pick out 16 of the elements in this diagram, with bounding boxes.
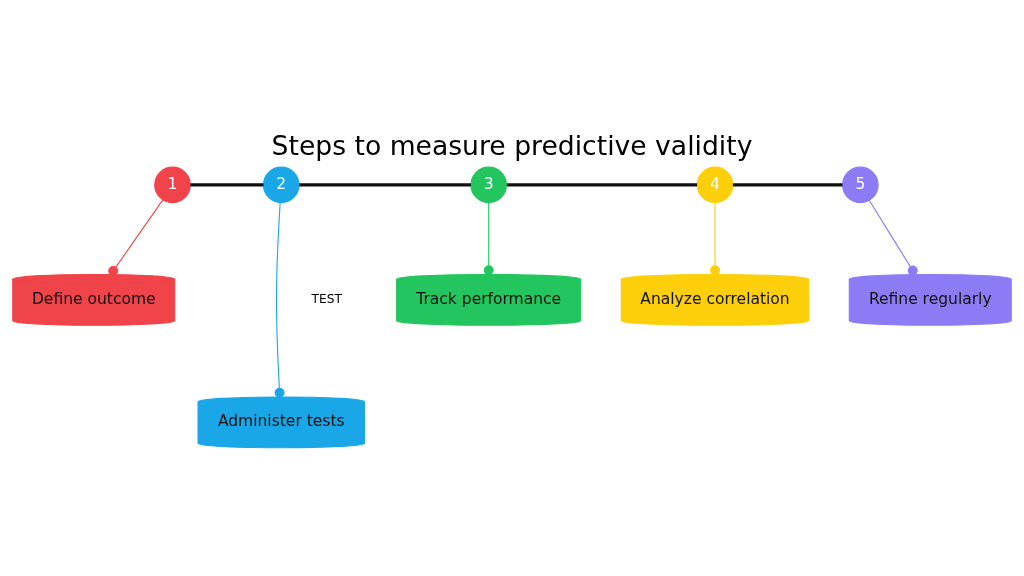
connector [299, 182, 471, 187]
diagram-title: Steps to measure predictive validity [271, 129, 753, 161]
node-circle: 1 [154, 166, 191, 203]
node-circle: 4 [696, 166, 734, 203]
connector [483, 201, 494, 275]
node-circle: 2 [262, 166, 300, 203]
node-circle: 3 [470, 166, 507, 203]
connector [190, 182, 264, 187]
connector [868, 199, 918, 276]
connector [108, 198, 164, 276]
connector [274, 201, 285, 398]
connector [506, 182, 698, 187]
connector [710, 201, 720, 275]
label: TEST [311, 291, 342, 306]
connector [732, 182, 843, 187]
node-circle: 5 [842, 166, 879, 203]
